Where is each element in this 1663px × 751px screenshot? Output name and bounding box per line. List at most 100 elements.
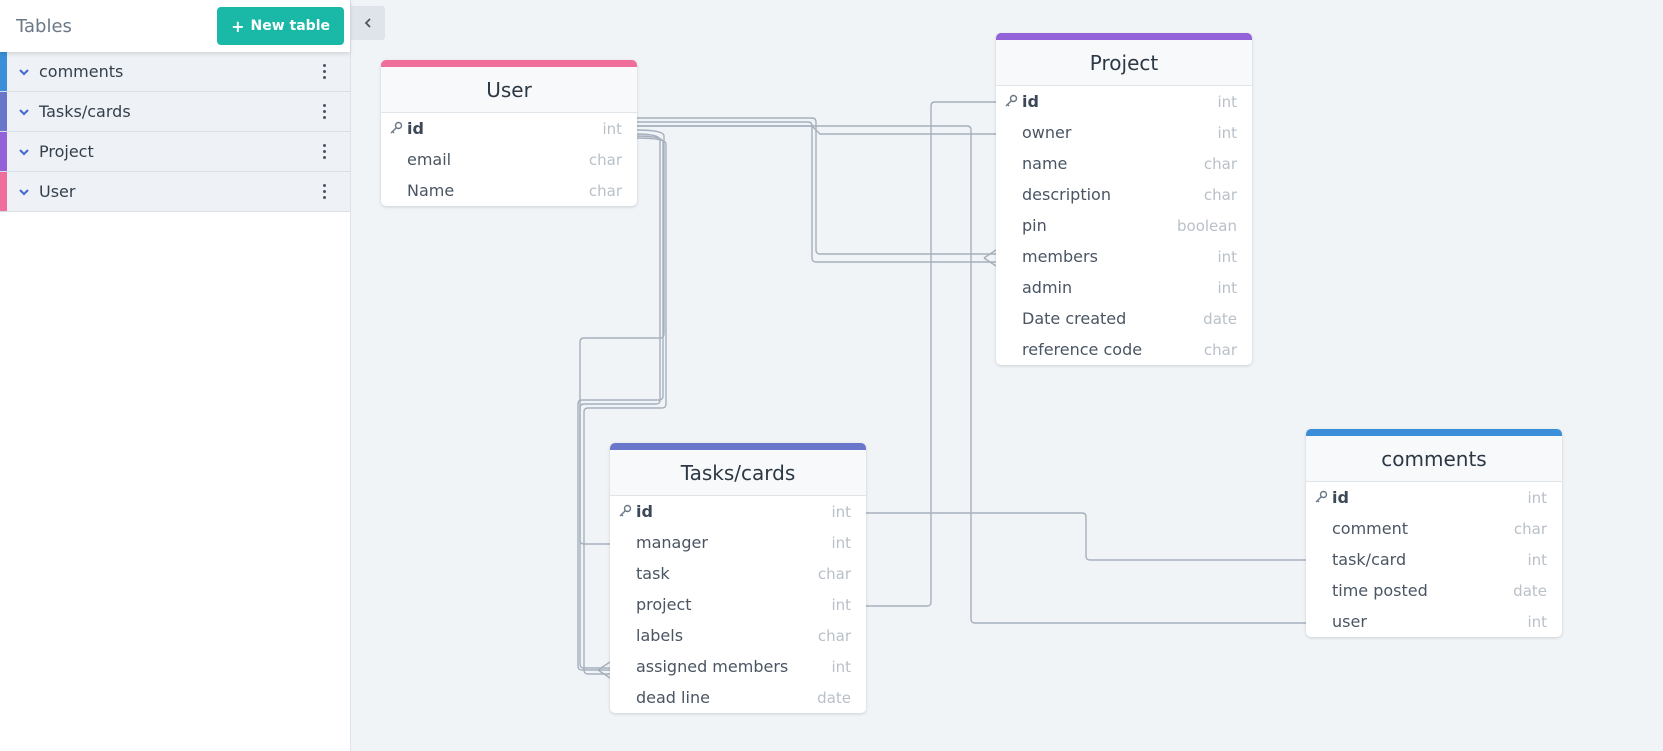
field-type: int [1527,550,1547,569]
field-row[interactable]: dead line date [610,682,866,713]
chevron-left-icon [364,18,371,28]
sidebar-item-label: comments [39,62,124,81]
chevron-down-icon[interactable] [17,145,31,159]
field-row[interactable]: owner int [996,117,1252,148]
field-type: int [1217,92,1237,111]
field-row[interactable]: task/card int [1306,544,1562,575]
field-name: pin [1022,216,1047,235]
link-project-tasks-project [866,101,996,607]
field-name: id [407,119,424,138]
chevron-down-icon[interactable] [17,185,31,199]
field-type: boolean [1177,216,1237,235]
field-row[interactable]: task char [610,558,866,589]
field-name: email [407,150,452,169]
more-options-icon[interactable] [314,62,334,82]
link-user-project-members-1 [636,117,996,255]
chevron-down-icon[interactable] [17,105,31,119]
field-type: date [1513,581,1547,600]
link-user-comments-user [636,125,1306,624]
field-type: char [1203,154,1237,173]
field-type: char [817,564,851,583]
field-name: user [1332,612,1367,631]
key-icon [1005,94,1018,107]
field-name: task/card [1332,550,1407,569]
field-name: project [636,595,692,614]
new-table-button[interactable]: + New table [217,7,344,45]
field-name: task [636,564,670,583]
crow-foot-assigned [597,661,611,679]
field-type: int [831,595,851,614]
field-name: id [636,502,653,521]
sidebar-item-label: User [39,182,76,201]
table-title[interactable]: Project [996,40,1252,86]
field-row[interactable]: project int [610,589,866,620]
table-title[interactable]: comments [1306,436,1562,482]
table-title[interactable]: Tasks/cards [610,450,866,496]
field-name: manager [636,533,708,552]
sidebar-item-user[interactable]: User [0,172,350,212]
collapse-sidebar-button[interactable] [350,6,385,40]
key-icon [1315,490,1328,503]
key-icon [619,504,632,517]
field-type: int [831,502,851,521]
more-options-icon[interactable] [314,142,334,162]
field-name: Name [407,181,455,200]
table-color-indicator [0,172,7,211]
field-name: admin [1022,278,1073,297]
field-name: owner [1022,123,1072,142]
field-type: int [1217,278,1237,297]
field-row[interactable]: admin int [996,272,1252,303]
table-color-bar [381,60,637,67]
field-name: comment [1332,519,1409,538]
more-options-icon[interactable] [314,102,334,122]
table-color-bar [1306,429,1562,436]
field-row[interactable]: name char [996,148,1252,179]
sidebar-item-project[interactable]: Project [0,132,350,172]
field-type: date [1203,309,1237,328]
table-title[interactable]: User [381,67,637,113]
plus-icon: + [231,16,245,36]
field-type: int [831,657,851,676]
field-type: char [588,150,622,169]
field-type: char [1203,185,1237,204]
field-row[interactable]: id int [610,496,866,527]
field-type: int [1217,247,1237,266]
field-type: date [817,688,851,707]
field-name: name [1022,154,1068,173]
sidebar-item-tasks-cards[interactable]: Tasks/cards [0,92,350,132]
field-row[interactable]: pin boolean [996,210,1252,241]
link-user-tasks-assigned-3 [577,135,664,671]
sidebar-item-comments[interactable]: comments [0,52,350,92]
field-type: int [1217,123,1237,142]
link-user-tasks-assigned-2 [583,137,667,675]
field-name: dead line [636,688,710,707]
field-row[interactable]: description char [996,179,1252,210]
field-name: description [1022,185,1111,204]
field-type: char [817,626,851,645]
chevron-down-icon[interactable] [17,65,31,79]
field-row[interactable]: email char [381,144,637,175]
more-options-icon[interactable] [314,182,334,202]
key-icon [390,121,403,134]
